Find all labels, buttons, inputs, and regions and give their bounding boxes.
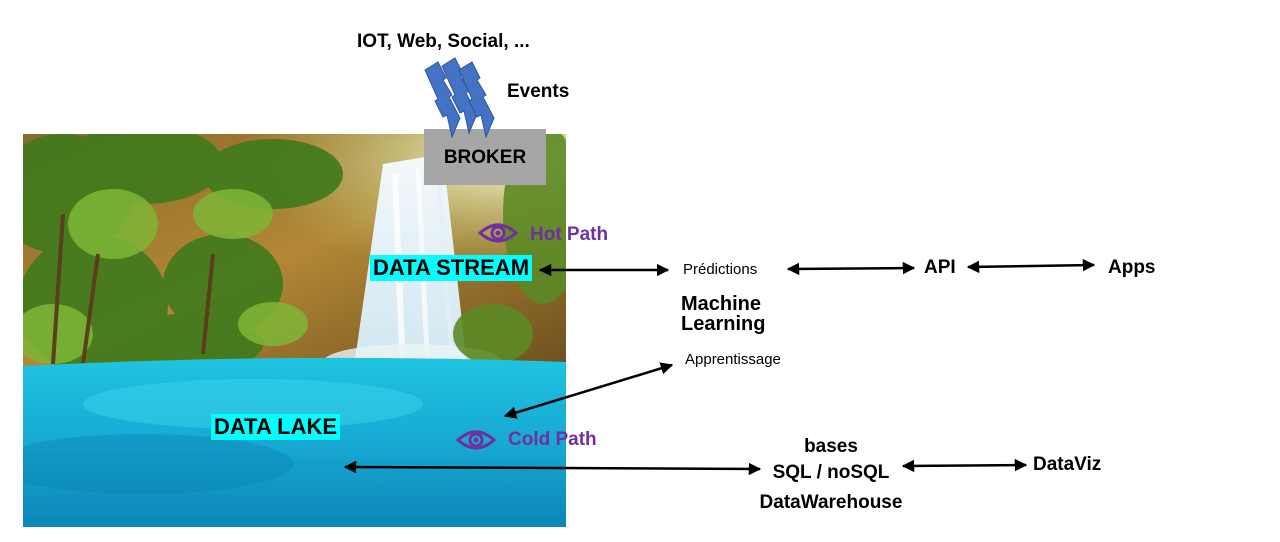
data-lake-tag: DATA LAKE — [211, 414, 341, 440]
bases-label: bases — [804, 436, 858, 457]
learning-label: Apprentissage — [685, 351, 781, 368]
double-arrow-icon — [966, 258, 1096, 274]
dataviz-label: DataViz — [1033, 454, 1102, 475]
hot-path-label: Hot Path — [530, 224, 609, 245]
sql-nosql-label: SQL / noSQL — [772, 462, 890, 483]
sources-label: IOT, Web, Social, ... — [357, 31, 530, 52]
data-stream-tag: DATA STREAM — [370, 255, 533, 281]
double-arrow-icon — [786, 261, 916, 276]
datawarehouse-label: DataWarehouse — [759, 492, 903, 513]
eye-icon — [478, 223, 518, 243]
lightning-icon — [424, 61, 461, 139]
databases-block: bases SQL / noSQL DataWarehouse — [750, 437, 912, 512]
cold-path-label: Cold Path — [508, 429, 597, 450]
machine-learning-label: Machine Learning — [681, 294, 765, 334]
machine-learning-line1: Machine — [681, 293, 762, 315]
broker-box: BROKER — [424, 129, 546, 185]
predictions-label: Prédictions — [683, 261, 758, 278]
machine-learning-line2: Learning — [681, 313, 766, 335]
double-arrow-icon — [901, 458, 1028, 473]
broker-label: BROKER — [443, 146, 527, 168]
double-arrow-icon — [343, 460, 762, 476]
eye-icon — [456, 430, 496, 450]
events-label: Events — [507, 81, 570, 102]
lightning-icon — [458, 61, 495, 139]
double-arrow-icon — [503, 362, 674, 419]
apps-label: Apps — [1108, 257, 1156, 278]
api-label: API — [924, 257, 956, 278]
